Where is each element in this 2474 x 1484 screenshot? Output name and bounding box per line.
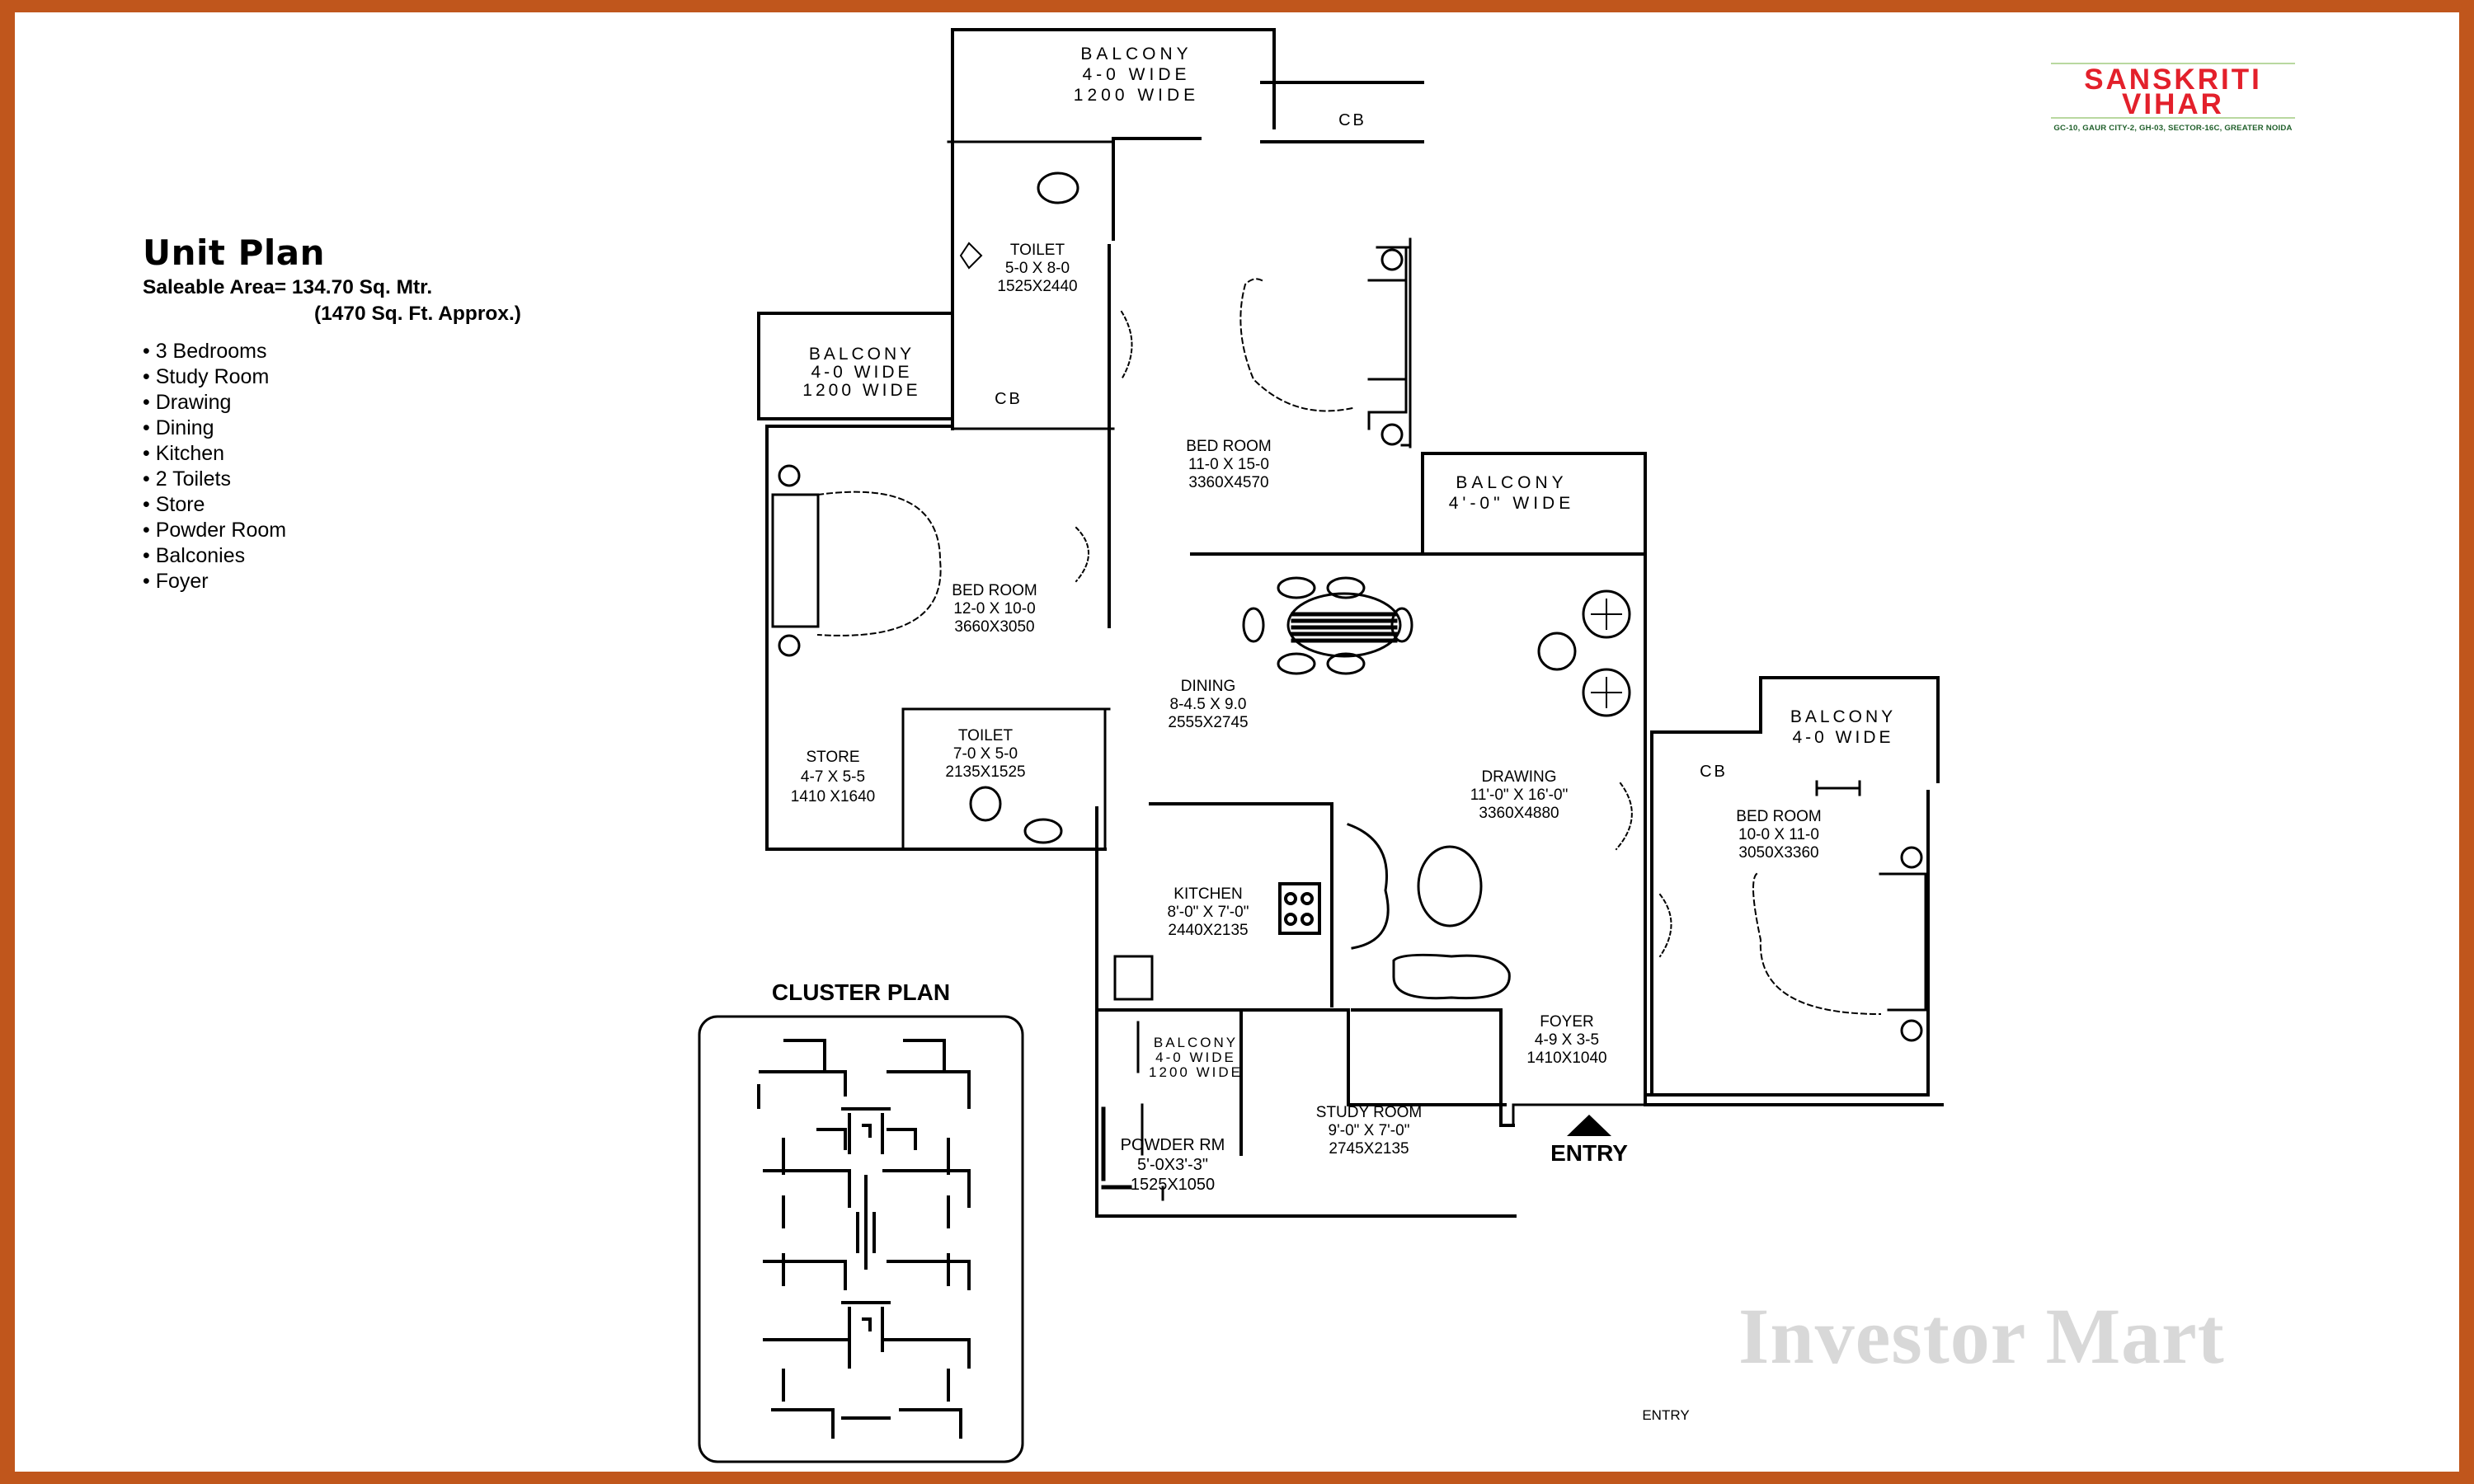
store-label: STORE	[806, 749, 859, 766]
powder-label: 1525X1050	[1131, 1176, 1215, 1194]
store-label: 1410 X1640	[791, 788, 876, 805]
balcony-far-right-label: 4-0 WIDE	[1792, 728, 1893, 747]
bedroom-right-label: 3050X3360	[1738, 844, 1818, 862]
kitchen-label: 8'-0" X 7'-0"	[1168, 904, 1249, 921]
bedroom-left-label: 3660X3050	[954, 618, 1034, 636]
toilet1-label: 5-0 X 8-0	[1005, 260, 1070, 277]
cb-mid-label: CB	[995, 390, 1023, 408]
balcony-top-label: 1200 WIDE	[1074, 86, 1199, 105]
foyer-label: 4-9 X 3-5	[1535, 1031, 1599, 1049]
toilet2-label: 7-0 X 5-0	[953, 745, 1018, 763]
feature-item: Dining	[143, 416, 521, 441]
brand-address: GC-10, GAUR CITY-2, GH-03, SECTOR-16C, G…	[2053, 124, 2293, 133]
feature-item: 3 Bedrooms	[143, 339, 521, 364]
balcony-left-label: BALCONY	[809, 345, 915, 364]
balcony-far-right-label: BALCONY	[1790, 707, 1896, 726]
unit-plan-info: Unit Plan Saleable Area= 134.70 Sq. Mtr.…	[143, 232, 521, 594]
kitchen-label: KITCHEN	[1174, 885, 1242, 903]
powder-label: POWDER RM	[1121, 1136, 1225, 1154]
foyer-label: 1410X1040	[1526, 1050, 1606, 1067]
study-label: 2745X2135	[1329, 1140, 1409, 1158]
store-label: 4-7 X 5-5	[801, 768, 865, 786]
entry-label: ENTRY	[1550, 1140, 1628, 1166]
feature-item: Study Room	[143, 364, 521, 390]
balcony-top-label: BALCONY	[1080, 45, 1192, 63]
feature-item: Balconies	[143, 543, 521, 569]
drawing-label: 3360X4880	[1479, 805, 1559, 822]
balcony-small-label: BALCONY	[1154, 1035, 1238, 1050]
study-label: STUDY ROOM	[1316, 1104, 1422, 1121]
saleable-area-sqm: Saleable Area= 134.70 Sq. Mtr.	[143, 276, 433, 298]
powder-label: 5'-0X3'-3"	[1137, 1156, 1208, 1174]
toilet1-label: 1525X2440	[997, 278, 1077, 295]
dining-label: 8-4.5 X 9.0	[1170, 696, 1247, 713]
study-label: 9'-0" X 7'-0"	[1329, 1122, 1410, 1139]
balcony-top-label: 4-0 WIDE	[1082, 65, 1190, 84]
toilet1-label: TOILET	[1010, 242, 1065, 259]
cb-top-label: CB	[1338, 111, 1366, 129]
feature-item: Drawing	[143, 390, 521, 416]
balcony-small-label: 4-0 WIDE	[1155, 1050, 1236, 1065]
balcony-left-label: 1200 WIDE	[802, 381, 920, 400]
balcony-right-label: 4'-0" WIDE	[1449, 494, 1574, 513]
balcony-left-label: 4-0 WIDE	[811, 363, 912, 382]
bedroom-left-label: 12-0 X 10-0	[953, 600, 1035, 618]
bedroom-top-label: BED ROOM	[1186, 438, 1271, 455]
toilet2-label: 2135X1525	[945, 763, 1025, 781]
balcony-right-label: BALCONY	[1456, 473, 1567, 492]
toilet2-label: TOILET	[958, 727, 1014, 744]
cb-right-label: CB	[1700, 763, 1728, 781]
feature-item: Powder Room	[143, 518, 521, 543]
bedroom-top-label: 11-0 X 15-0	[1188, 456, 1269, 473]
entry-label-label: ENTRY	[1642, 1407, 1689, 1423]
feature-item: 2 Toilets	[143, 467, 521, 492]
balcony-small-label: 1200 WIDE	[1149, 1064, 1243, 1080]
foyer-label: FOYER	[1540, 1013, 1593, 1031]
saleable-area-sqft: (1470 Sq. Ft. Approx.)	[314, 303, 521, 325]
kitchen-label: 2440X2135	[1168, 922, 1248, 939]
bedroom-right-label: BED ROOM	[1736, 808, 1821, 825]
title-label: CLUSTER PLAN	[772, 979, 950, 1005]
brand-name-line1: SANSKRITI	[2084, 63, 2262, 96]
cluster-plan-drawing	[698, 1015, 1024, 1463]
logo-rule	[2051, 117, 2295, 119]
bedroom-top-label: 3360X4570	[1188, 474, 1268, 491]
drawing-label: 11'-0" X 16'-0"	[1470, 787, 1569, 804]
drawing-label: DRAWING	[1481, 768, 1556, 786]
saleable-area: Saleable Area= 134.70 Sq. Mtr. (1470 Sq.…	[143, 275, 521, 327]
brand-name-line2: VIHAR	[2122, 88, 2224, 120]
feature-item: Foyer	[143, 569, 521, 594]
dining-label: 2555X2745	[1168, 714, 1248, 731]
plan-sheet	[15, 12, 2459, 1472]
dining-label: DINING	[1181, 678, 1236, 695]
brand-logo: SANSKRITI VIHAR GC-10, GAUR CITY-2, GH-0…	[2049, 63, 2297, 150]
unit-plan-title: Unit Plan	[143, 232, 326, 273]
bedroom-left-label: BED ROOM	[952, 582, 1037, 599]
features-list: 3 BedroomsStudy RoomDrawingDiningKitchen…	[143, 339, 521, 594]
feature-item: Store	[143, 492, 521, 518]
bedroom-right-label: 10-0 X 11-0	[1738, 826, 1819, 843]
feature-item: Kitchen	[143, 441, 521, 467]
logo-rule	[2051, 63, 2295, 64]
watermark: Investor Mart	[1738, 1292, 2225, 1380]
